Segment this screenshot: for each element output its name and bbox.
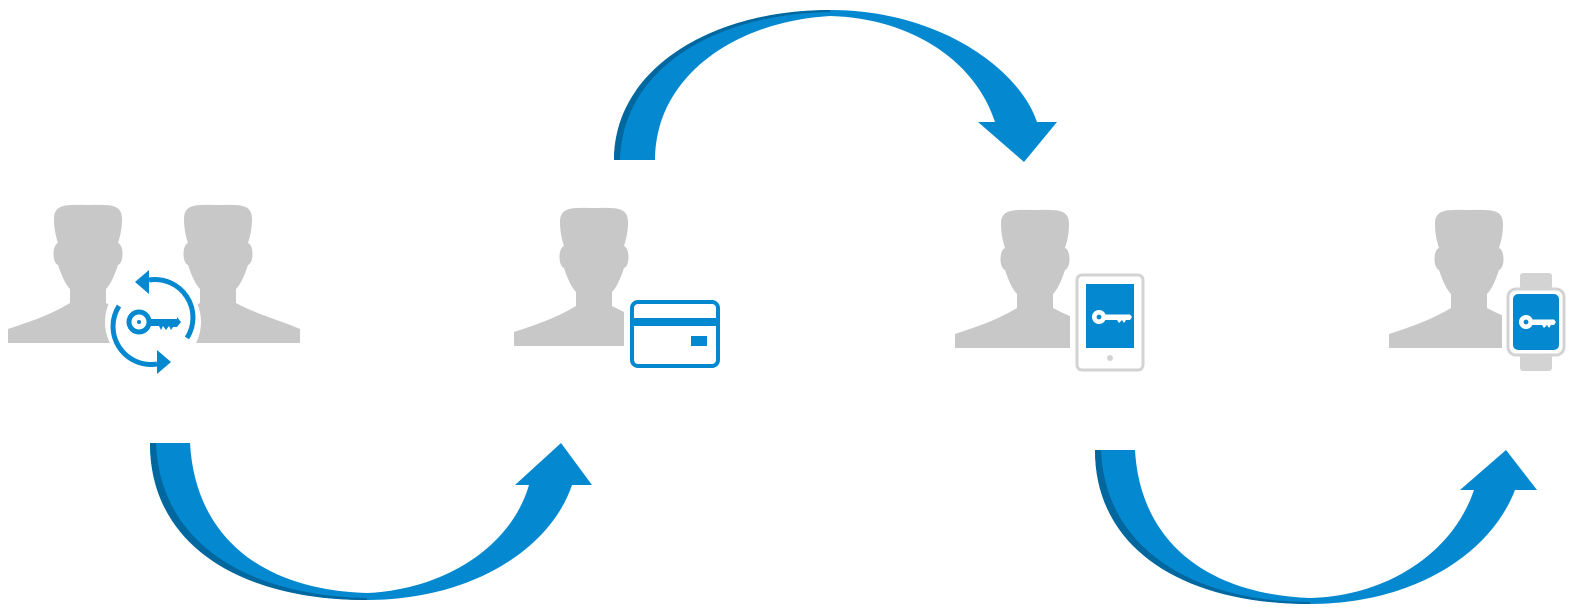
card-icon [624, 296, 724, 372]
stage-tablet [955, 209, 1150, 376]
stage-watch [1389, 209, 1572, 376]
arrow-body [1095, 450, 1537, 604]
stage-key-exchange [8, 204, 300, 374]
key-icon [1092, 310, 1132, 324]
arrow-tablet-to-watch [1095, 450, 1537, 604]
tablet-key-icon [1070, 268, 1150, 376]
person-icon [8, 204, 184, 343]
watch-key-icon [1502, 268, 1572, 376]
person-icon [1389, 209, 1557, 348]
person-icon [138, 204, 300, 343]
arrow-key-exchange-to-card [150, 443, 592, 600]
person-icon [514, 207, 682, 346]
key-exchange-icon [110, 277, 196, 367]
arrow-card-to-tablet [614, 10, 1057, 162]
person-icon [955, 209, 1123, 348]
arrow-body [614, 10, 1057, 162]
stage-card [514, 207, 724, 372]
arrow-body [150, 443, 592, 600]
key-exchange-arrowheads [135, 270, 181, 374]
key-icon [1519, 315, 1556, 329]
